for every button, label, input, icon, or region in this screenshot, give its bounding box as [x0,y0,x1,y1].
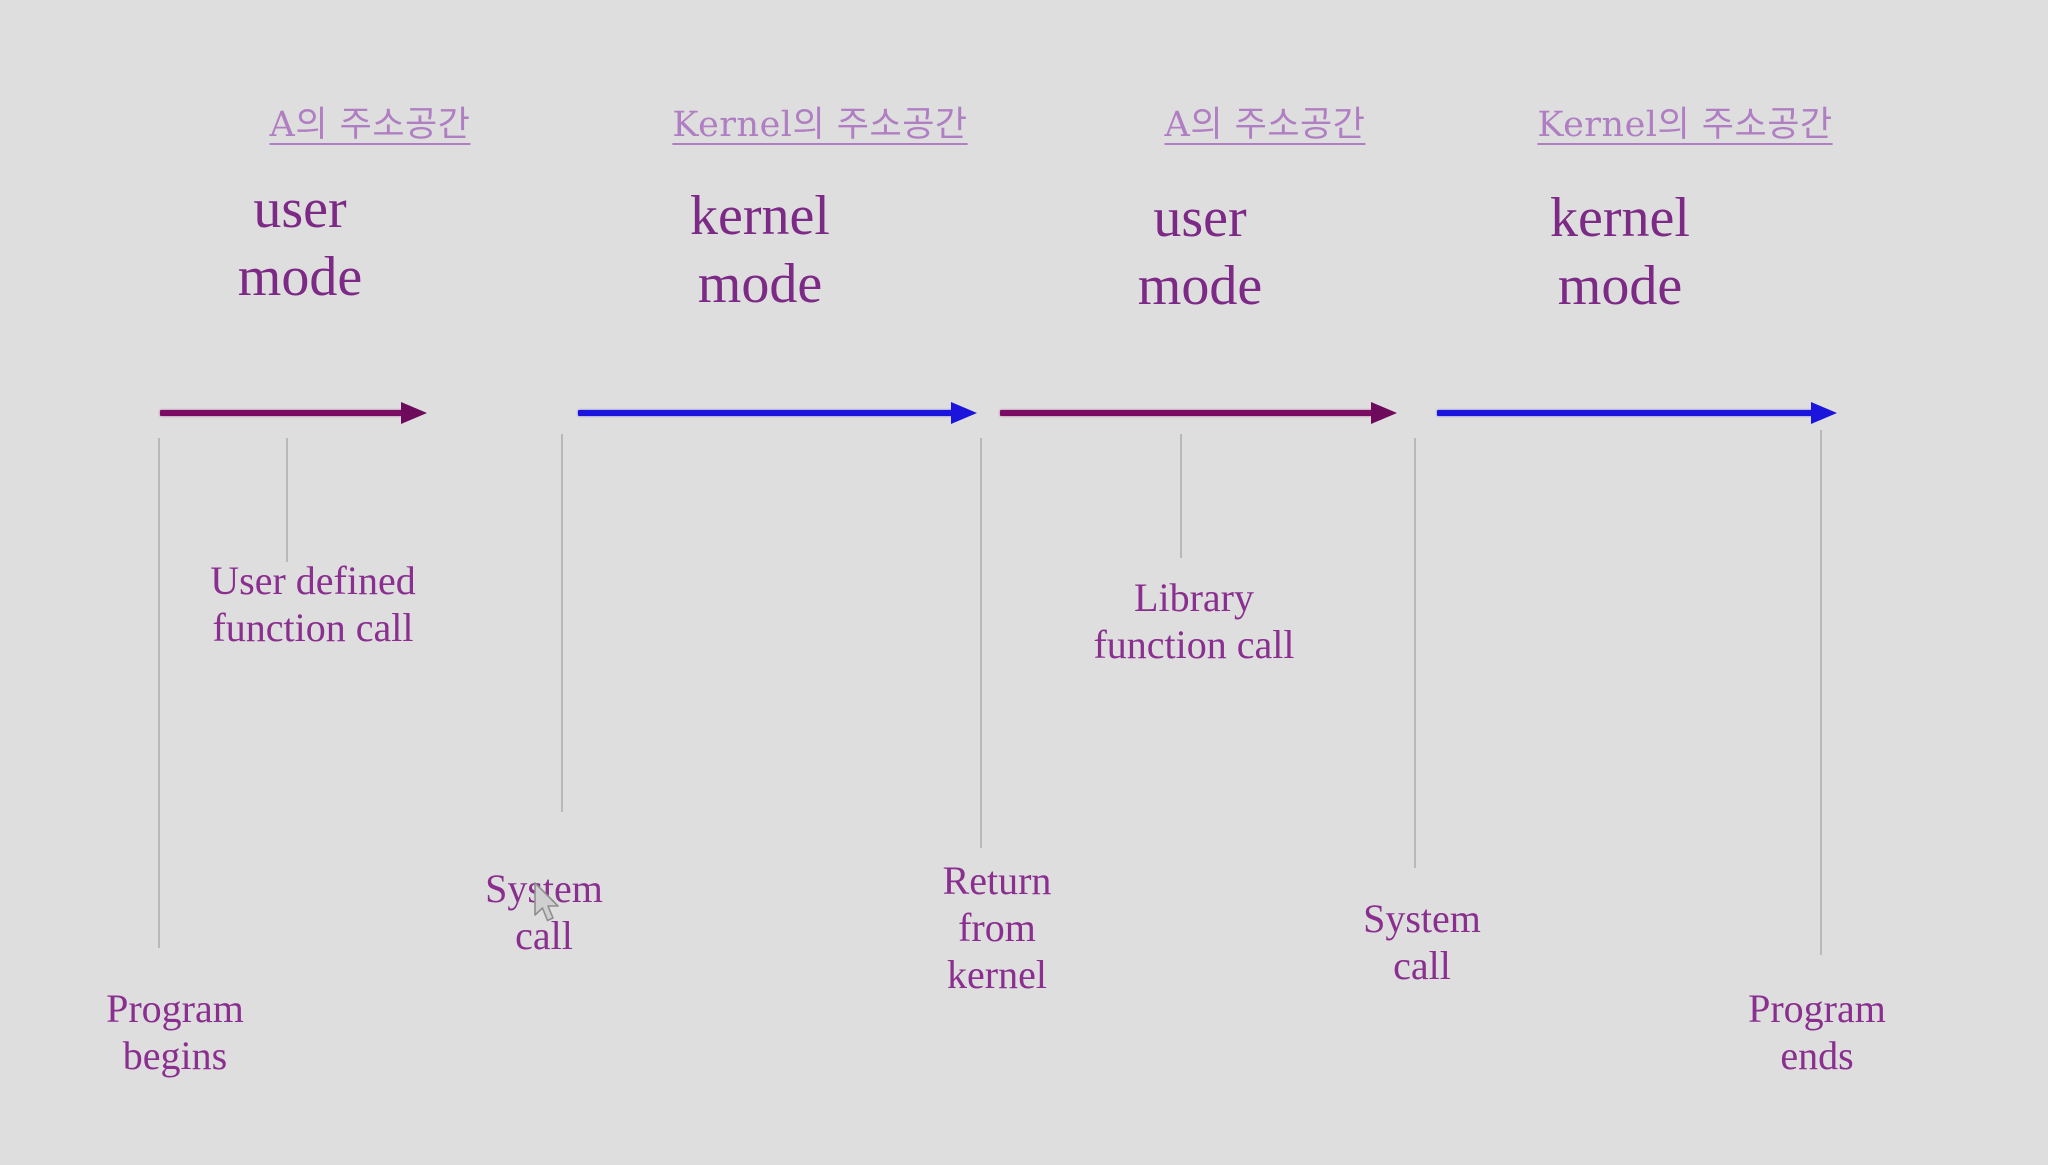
annotation-line: call [515,912,573,958]
annotation-line: call [1393,942,1451,988]
timeline-arrow-3-blue [1437,401,1837,425]
mode-label-line2: mode [1557,255,1683,318]
column-header-1: Kernel의 주소공간 [672,105,968,145]
mode-label-line1: kernel [1550,187,1690,249]
arrow-shaft [160,410,405,416]
annotation-line: Return [942,858,1052,903]
arrow-shaft [578,410,955,416]
mode-label-line1: user [253,178,347,240]
drop-line-0 [158,438,160,948]
annotation-line: function call [1093,621,1295,667]
drop-line-3 [980,438,982,848]
annotation-line: from [958,904,1036,950]
drop-line-4 [1180,434,1182,558]
column-header-2: A의 주소공간 [1164,105,1366,145]
annotation-line: kernel [947,951,1047,997]
annotation-line: System [1363,896,1481,941]
mode-label-line1: kernel [690,185,830,247]
annotation-line: User defined [210,558,416,603]
drop-line-5 [1414,438,1416,868]
annotation-line: begins [122,1032,228,1078]
column-header-3: Kernel의 주소공간 [1537,105,1833,145]
annotation-line: function call [212,604,414,650]
column-header-0: A의 주소공간 [269,105,471,145]
arrow-shaft [1437,410,1815,416]
arrow-shaft [1000,410,1375,416]
timeline-arrow-0-purple [160,401,427,425]
drop-line-2 [561,434,563,812]
mode-label-line2: mode [697,253,823,316]
mode-label-line2: mode [237,246,363,309]
annotation-line: System [485,866,603,911]
annotation-line: Program [1748,986,1886,1031]
annotation-line: Library [1134,575,1254,620]
arrow-head-icon [1371,402,1397,424]
mode-label-line1: user [1153,187,1247,249]
timeline-arrow-2-purple [1000,401,1397,425]
mode-label-line2: mode [1137,255,1263,318]
arrow-head-icon [1811,402,1837,424]
drop-line-6 [1820,430,1822,955]
annotation-line: Program [106,986,244,1031]
arrow-head-icon [951,402,977,424]
drop-line-1 [286,438,288,562]
annotation-line: ends [1780,1032,1854,1078]
timeline-arrow-1-blue [578,401,977,425]
arrow-head-icon [401,402,427,424]
